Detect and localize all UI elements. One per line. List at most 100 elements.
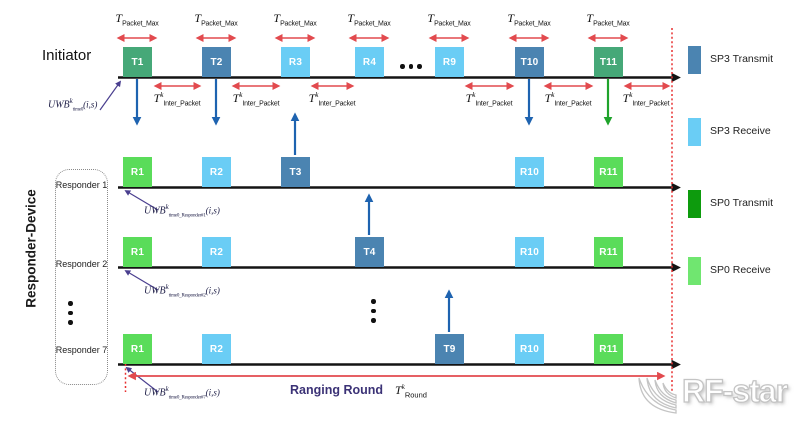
initiator-block-r4: R4: [355, 47, 384, 77]
packet-max-sub: Packet_Max: [434, 20, 471, 28]
responder2-block-r11: R11: [594, 237, 623, 267]
t-symbol: T: [465, 91, 473, 105]
k-sup: k: [165, 283, 169, 291]
inter-packet-label: TkInter_Packet: [137, 91, 217, 107]
k-sup: k: [69, 97, 73, 105]
responder2-panel-label: Responder 2: [55, 259, 108, 269]
inter-packet-sub: Inter_Packet: [242, 100, 280, 108]
responder-transmit-up-arrows: [290, 112, 454, 332]
packet-max-label: TPacket_Max: [97, 11, 177, 27]
inter-packet-sub: Inter_Packet: [632, 100, 670, 108]
t-symbol: T: [507, 11, 515, 25]
packet-max-label: TPacket_Max: [176, 11, 256, 27]
inter-packet-label: TkInter_Packet: [292, 91, 372, 107]
t-symbol: T: [232, 91, 240, 105]
responder1-block-r10: R10: [515, 157, 544, 187]
packet-max-sub: Packet_Max: [201, 20, 238, 28]
legend-swatch-sp0-transmit: [688, 190, 701, 218]
responder-panel-ellipsis: [68, 301, 73, 325]
uwb-symbol: UWB: [48, 99, 70, 111]
uwb-args: (i,s): [205, 387, 220, 398]
inter-packet-sub: Inter_Packet: [163, 100, 201, 108]
t-symbol: T: [622, 91, 630, 105]
responder1-block-r2: R2: [202, 157, 231, 187]
responder1-block-t3: T3: [281, 157, 310, 187]
responder-rows-ellipsis: [371, 299, 376, 323]
packet-max-sub: Packet_Max: [280, 20, 317, 28]
k-sup: k: [165, 203, 169, 211]
uwb-sub: time0_Responder#7: [168, 395, 206, 401]
packet-max-label: TPacket_Max: [329, 11, 409, 27]
initiator-ellipsis: [400, 64, 422, 69]
legend-swatch-sp3-receive: [688, 118, 701, 146]
initiator-block-t1: T1: [123, 47, 152, 77]
uwb-sub: time0_Responder#2: [168, 293, 206, 299]
k-sup: k: [160, 91, 164, 99]
uwb-symbol: UWB: [144, 205, 166, 217]
initiator-block-t11: T11: [594, 47, 623, 77]
uwb-symbol: UWB: [144, 285, 166, 297]
packet-max-label: TPacket_Max: [255, 11, 335, 27]
uwb-initiator-formula: UWBktime0(i,s): [48, 97, 97, 112]
rf-star-fan-icon: [638, 377, 677, 414]
uwb-responder2-formula: UWBk time0_Responder#2(i,s): [144, 283, 220, 298]
responder-device-title: Responder-Device: [23, 189, 39, 308]
initiator-transmit-down-arrows: [132, 79, 534, 126]
packet-max-sub: Packet_Max: [122, 20, 159, 28]
uwb-responder1-formula: UWBktime0_Responder#1(i,s): [144, 203, 220, 218]
uwb-responder7-formula: UWBktime0_Responder#7(i,s): [144, 385, 220, 400]
legend-label-sp0-transmit: SP0 Transmit: [710, 197, 774, 209]
packet-max-sub: Packet_Max: [514, 20, 551, 28]
t-symbol: T: [427, 11, 435, 25]
t-symbol: T: [347, 11, 355, 25]
legend-swatch-sp3-transmit: [688, 46, 701, 74]
responder7-block-r11: R11: [594, 334, 623, 364]
responder2-block-r1: R1: [123, 237, 152, 267]
k-sup: k: [165, 385, 169, 393]
initiator-block-t2: T2: [202, 47, 231, 77]
legend-swatch-sp0-receive: [688, 257, 701, 285]
legend-label-sp3-transmit: SP3 Transmit: [710, 53, 774, 65]
inter-packet-sub: Inter_Packet: [475, 100, 513, 108]
ranging-round-label-group: Ranging Round TkRound: [290, 383, 427, 399]
legend-label-sp3-receive: SP3 Receive: [710, 125, 771, 137]
t-symbol: T: [194, 11, 202, 25]
packet-max-sub: Packet_Max: [593, 20, 630, 28]
initiator-block-r3: R3: [281, 47, 310, 77]
ranging-round-label: Ranging Round: [290, 383, 384, 397]
k-sup: k: [239, 91, 243, 99]
initiator-block-t10: T10: [515, 47, 544, 77]
k-sup: k: [629, 91, 633, 99]
inter-packet-label: TkInter_Packet: [606, 91, 686, 107]
responder2-block-t4: T4: [355, 237, 384, 267]
rf-star-watermark: RF-star: [636, 366, 789, 416]
responder7-block-t9: T9: [435, 334, 464, 364]
initiator-block-r9: R9: [435, 47, 464, 77]
t-symbol: T: [153, 91, 161, 105]
inter-packet-label: TkInter_Packet: [528, 91, 608, 107]
responder2-block-r10: R10: [515, 237, 544, 267]
t-symbol: T: [273, 11, 281, 25]
responder7-panel-label: Responder 7: [55, 345, 108, 355]
packet-max-sub: Packet_Max: [354, 20, 391, 28]
inter-packet-label: TkInter_Packet: [216, 91, 296, 107]
inter-packet-sub: Inter_Packet: [318, 100, 356, 108]
packet-max-label: TPacket_Max: [409, 11, 489, 27]
t-symbol: T: [115, 11, 123, 25]
responder2-block-r2: R2: [202, 237, 231, 267]
k-sup: k: [401, 383, 405, 391]
round-sub: Round: [404, 390, 427, 400]
responder7-block-r1: R1: [123, 334, 152, 364]
t-symbol: T: [308, 91, 316, 105]
t-symbol: T: [395, 383, 402, 397]
uwb-args: (i,s): [205, 285, 220, 296]
uwb-args: (i,s): [83, 99, 98, 110]
t-symbol: T: [586, 11, 594, 25]
k-sup: k: [472, 91, 476, 99]
responder7-block-r10: R10: [515, 334, 544, 364]
responder1-block-r11: R11: [594, 157, 623, 187]
k-sup: k: [551, 91, 555, 99]
round-duration-formula: TkRound: [395, 383, 427, 399]
